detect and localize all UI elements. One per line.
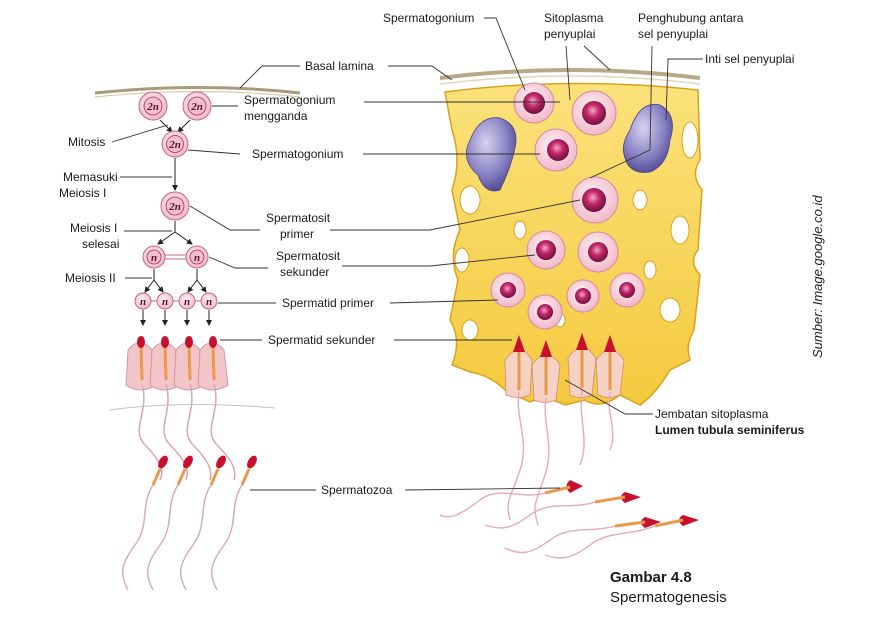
haploid-cell: n bbox=[185, 245, 209, 269]
haploid-cell: n bbox=[200, 292, 218, 310]
diploid-cell: 2n bbox=[138, 91, 168, 121]
label-spermatozoa: Spermatozoa bbox=[321, 483, 393, 497]
spermatozoa-group-left bbox=[122, 455, 257, 591]
label-spermatosit-primer-2: primer bbox=[280, 227, 314, 241]
label-spermatogonium-mengganda-1: Spermatogonium bbox=[244, 93, 335, 107]
svg-text:n: n bbox=[206, 296, 212, 308]
label-spermatogonium-top: Spermatogonium bbox=[383, 11, 474, 25]
svg-text:2n: 2n bbox=[190, 101, 203, 113]
label-basal-lamina: Basal lamina bbox=[305, 59, 374, 73]
leader-lines bbox=[111, 17, 703, 491]
label-spermatosit-sekunder-2: sekunder bbox=[280, 265, 329, 279]
source-credit: Sumber: Image.google.co.id bbox=[810, 195, 825, 358]
spermatozoa-group-right bbox=[439, 480, 699, 559]
label-spermatosit-primer-1: Spermatosit bbox=[266, 211, 331, 225]
label-sitoplasma-1: Sitoplasma bbox=[544, 11, 604, 25]
figure-caption-subtitle: Spermatogenesis bbox=[610, 589, 727, 606]
diploid-cell: 2n bbox=[161, 130, 189, 158]
svg-text:n: n bbox=[194, 252, 200, 264]
label-spermatid-primer: Spermatid primer bbox=[282, 296, 374, 310]
haploid-cell: n bbox=[142, 245, 166, 269]
tissue-illustration bbox=[439, 68, 703, 559]
label-spermatid-sekunder: Spermatid sekunder bbox=[268, 333, 375, 347]
svg-text:n: n bbox=[140, 296, 146, 308]
labels: Spermatogonium Sitoplasma penyuplai Peng… bbox=[59, 11, 805, 497]
spermatid-sekunder-group bbox=[125, 336, 236, 481]
label-meiosis1-selesai-1: Meiosis I bbox=[70, 221, 117, 235]
label-meiosis1-selesai-2: selesai bbox=[82, 237, 119, 251]
haploid-cell: n bbox=[156, 292, 174, 310]
basal-lamina-line-left bbox=[94, 86, 301, 95]
label-spermatogonium-mengganda-2: mengganda bbox=[244, 109, 308, 123]
diploid-cell: 2n bbox=[182, 91, 212, 121]
left-schematic: 2n 2n 2n 2n n bbox=[94, 86, 301, 591]
svg-text:2n: 2n bbox=[168, 139, 181, 151]
label-jembatan: Jembatan sitoplasma bbox=[655, 407, 769, 421]
label-mitosis: Mitosis bbox=[68, 135, 105, 149]
label-meiosis2: Meiosis II bbox=[65, 271, 116, 285]
basal-lamina-line-right bbox=[439, 68, 701, 80]
developing-spermatids bbox=[504, 333, 625, 526]
label-memasuki-1: Memasuki bbox=[63, 170, 118, 184]
label-lumen: Lumen tubula seminiferus bbox=[655, 423, 805, 437]
svg-text:n: n bbox=[184, 296, 190, 308]
label-spermatosit-sekunder-1: Spermatosit bbox=[276, 249, 341, 263]
germ-cells bbox=[490, 82, 645, 330]
svg-text:n: n bbox=[162, 296, 168, 308]
svg-text:2n: 2n bbox=[168, 201, 181, 213]
diploid-cell: 2n bbox=[160, 191, 190, 221]
haploid-cell: n bbox=[134, 292, 152, 310]
label-spermatogonium-mid: Spermatogonium bbox=[252, 147, 343, 161]
label-penghubung-2: sel penyuplai bbox=[638, 27, 708, 41]
label-memasuki-2: Meiosis I bbox=[59, 186, 106, 200]
haploid-cell: n bbox=[178, 292, 196, 310]
label-penghubung-1: Penghubung antara bbox=[638, 11, 744, 25]
sertoli-nucleus bbox=[622, 103, 673, 173]
svg-text:2n: 2n bbox=[146, 101, 159, 113]
label-inti-sel: Inti sel penyuplai bbox=[705, 52, 794, 66]
svg-text:n: n bbox=[151, 252, 157, 264]
figure-caption-title: Gambar 4.8 bbox=[610, 569, 692, 586]
label-sitoplasma-2: penyuplai bbox=[544, 27, 595, 41]
